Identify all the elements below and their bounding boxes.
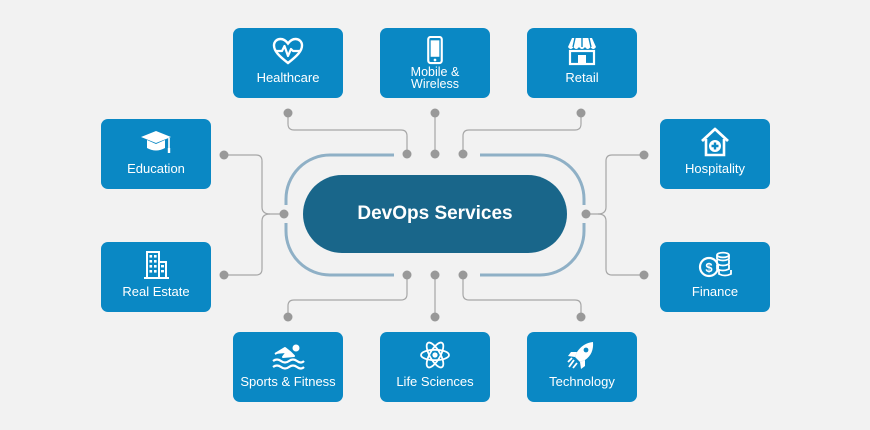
dot-right-hub: [581, 209, 591, 219]
card-label: Hospitality: [685, 161, 745, 176]
graduation-cap-icon: [141, 131, 171, 153]
wire-hospitality: [584, 154, 644, 215]
card-label-line2: Wireless: [411, 77, 459, 91]
dot-healthcare-outer: [283, 108, 293, 118]
card-finance[interactable]: $ Finance: [660, 242, 770, 312]
dot-education-outer: [219, 150, 229, 160]
card-hospitality[interactable]: Hospitality: [660, 119, 770, 189]
wire-retail: [462, 113, 582, 153]
dot-mobile-inner: [430, 149, 440, 159]
dot-sports-inner: [402, 270, 412, 280]
building-icon: [144, 251, 169, 279]
dollar-sign: $: [705, 260, 713, 275]
wire-technology: [462, 275, 582, 317]
card-real-estate[interactable]: Real Estate: [101, 242, 211, 312]
card-label: Real Estate: [122, 284, 190, 299]
card-label: Retail: [565, 70, 599, 85]
wire-healthcare: [287, 113, 408, 153]
hub-outline-top-left: [284, 153, 394, 205]
hub-label: DevOps Services: [357, 203, 513, 224]
wire-real-estate: [224, 213, 271, 276]
smartphone-icon: [427, 36, 443, 65]
devops-services-hub: DevOps Services: [303, 175, 567, 253]
dot-mobile-outer: [430, 108, 440, 118]
swimmer-icon: [272, 344, 305, 370]
dot-retail-outer: [576, 108, 586, 118]
card-label: Sports & Fitness: [240, 374, 336, 389]
dot-hospitality-outer: [639, 150, 649, 160]
storefront-icon: [568, 37, 596, 66]
hub-outline-bottom-right: [480, 223, 586, 277]
dot-healthcare-inner: [402, 149, 412, 159]
dot-life-sciences-outer: [430, 312, 440, 322]
heartbeat-icon: [272, 37, 304, 65]
dot-retail-inner: [458, 149, 468, 159]
dot-left-hub: [279, 209, 289, 219]
hub-outline-top-right: [480, 153, 586, 205]
card-mobile-wireless[interactable]: Mobile & Wireless: [380, 28, 490, 98]
card-education[interactable]: Education: [101, 119, 211, 189]
card-label-line1: Mobile &: [410, 65, 460, 79]
coins-icon: $: [698, 251, 732, 278]
card-label: Healthcare: [256, 70, 320, 85]
hub-outline-bottom-left: [284, 223, 394, 277]
dot-technology-outer: [576, 312, 586, 322]
dot-sports-outer: [283, 312, 293, 322]
card-label: Technology: [549, 374, 615, 389]
card-life-sciences[interactable]: Life Sciences: [380, 332, 490, 402]
card-technology[interactable]: Technology: [527, 332, 637, 402]
card-healthcare[interactable]: Healthcare: [233, 28, 343, 98]
card-label: Education: [127, 161, 185, 176]
card-sports-fitness[interactable]: Sports & Fitness: [233, 332, 343, 402]
dot-life-sciences-inner: [430, 270, 440, 280]
dot-technology-inner: [458, 270, 468, 280]
wire-education: [224, 154, 284, 215]
card-label: Finance: [691, 284, 739, 299]
home-medical-icon: [701, 127, 729, 157]
dot-finance-outer: [639, 270, 649, 280]
wire-finance: [597, 213, 644, 276]
rocket-icon: [567, 342, 594, 369]
card-label: Life Sciences: [396, 374, 474, 389]
atom-icon: [420, 341, 450, 369]
wire-sports: [287, 275, 408, 317]
dot-real-estate-outer: [219, 270, 229, 280]
card-retail[interactable]: Retail: [527, 28, 637, 98]
